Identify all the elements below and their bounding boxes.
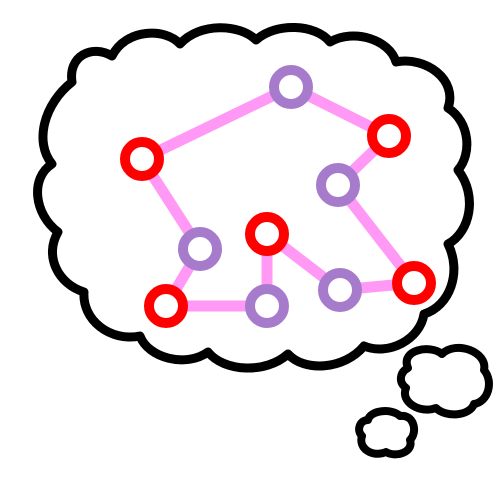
graph-node-purple-n5 (178, 227, 222, 271)
graph-node-purple-n4 (316, 163, 360, 207)
graph-edge-n1-n2 (136, 81, 297, 165)
graph-node-purple-n8 (245, 284, 289, 328)
graph-node-red-n6 (245, 212, 289, 256)
graph-node-purple-n9 (318, 268, 362, 312)
graph-nodes (120, 65, 436, 328)
graph-node-red-n2 (120, 137, 164, 181)
graph-node-purple-n1 (269, 65, 313, 109)
thought-bubble-medium (397, 343, 493, 419)
thought-bubble-small (355, 407, 419, 459)
graph-node-red-n3 (367, 114, 411, 158)
graph-node-red-n10 (392, 261, 436, 305)
graph-node-red-n7 (144, 284, 188, 328)
